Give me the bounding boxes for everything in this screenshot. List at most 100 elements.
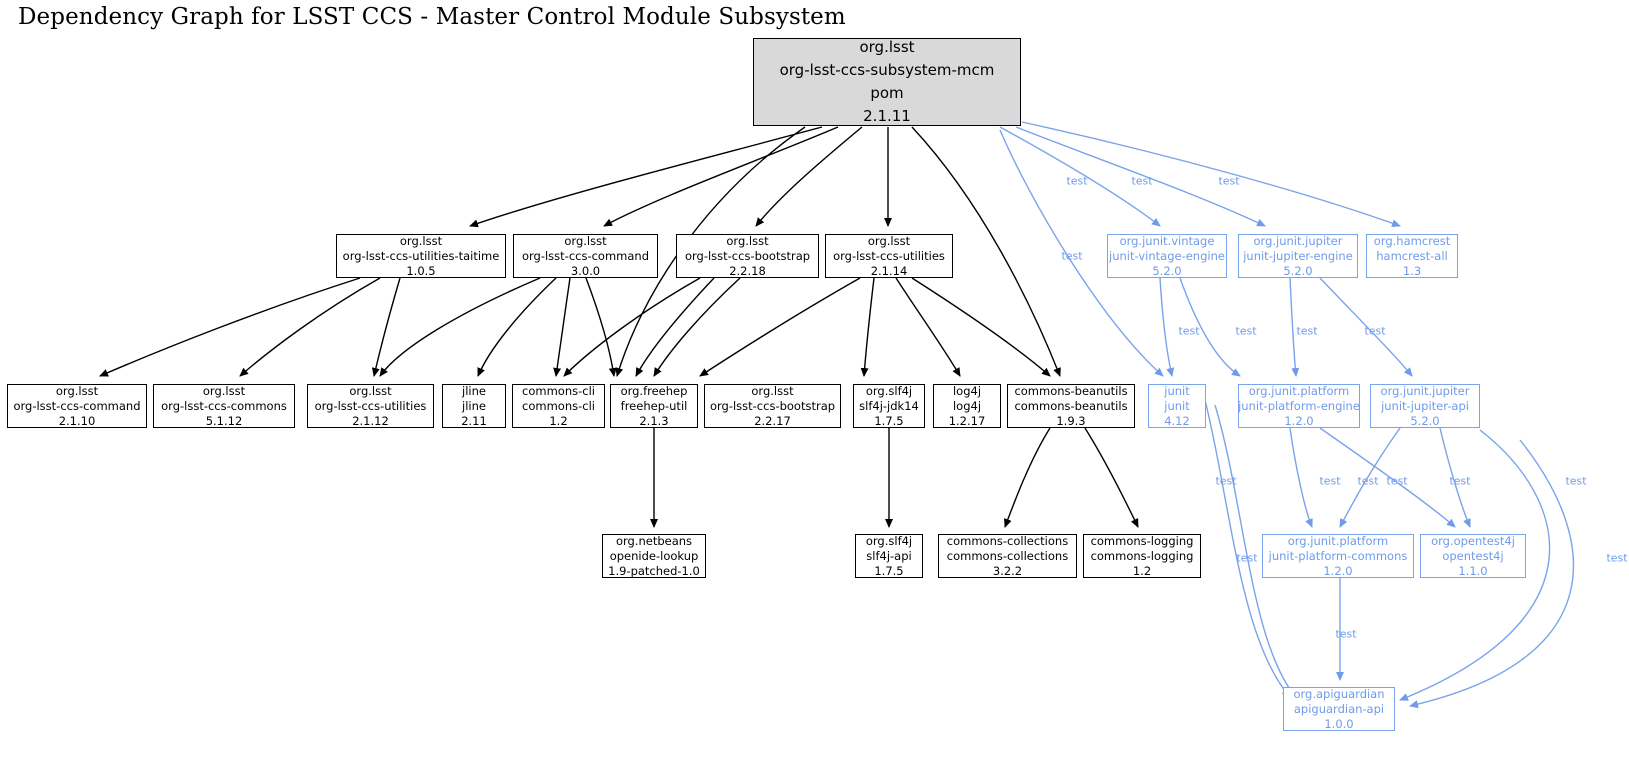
node-group: log4j [952, 383, 982, 398]
node-artifact: org-lsst-ccs-utilities [314, 398, 427, 413]
edge-label-scope: test [1296, 324, 1318, 338]
node-group: org.junit.jupiter [1380, 383, 1470, 398]
node-artifact: jline [462, 398, 486, 413]
edge-label-scope: test [1335, 627, 1357, 641]
node-artifact: org-lsst-ccs-subsystem-mcm [779, 61, 995, 79]
edge-label-scope: test [1215, 474, 1237, 488]
edge-label-scope: test [1235, 324, 1257, 338]
edge-label-scope: test [1236, 551, 1258, 565]
node-version: 2.11 [461, 413, 487, 428]
node-artifact: log4j [952, 398, 982, 413]
edge-label-scope: test [1357, 474, 1379, 488]
node-group: org.netbeans [615, 533, 693, 548]
node-group: org.lsst [55, 383, 99, 398]
node-version: 1.1.0 [1458, 563, 1488, 578]
node-artifact: junit-jupiter-api [1381, 398, 1469, 413]
node-group: commons-logging [1090, 533, 1194, 548]
edge-label-scope: test [1178, 324, 1200, 338]
node-artifact: freehep-util [620, 398, 688, 413]
node-artifact: slf4j-api [866, 548, 912, 563]
node-group: org.junit.jupiter [1253, 233, 1343, 248]
node-version: 4.12 [1164, 413, 1190, 428]
node-artifact: org-lsst-ccs-commons [161, 398, 287, 413]
node-group: org.apiguardian [1293, 686, 1385, 701]
node-group: org.junit.platform [1287, 533, 1389, 548]
node-version: 2.1.3 [639, 413, 669, 428]
node-artifact: opentest4j [1442, 548, 1504, 563]
node-version: 1.2 [549, 413, 568, 428]
edge-label-scope: test [1218, 174, 1240, 188]
node-artifact: org-lsst-ccs-utilities [833, 248, 945, 263]
node-version: 3.2.2 [992, 563, 1023, 578]
node-version: 2.2.18 [729, 263, 766, 278]
node-group: org.lsst [564, 233, 607, 248]
node-version: 2.2.17 [754, 413, 791, 428]
node-version: 1.2 [1132, 563, 1152, 578]
node-version: 1.2.0 [1323, 563, 1353, 578]
node-artifact: org-lsst-ccs-command [13, 398, 141, 413]
node-group: org.freehep [620, 383, 688, 398]
node-artifact: org-lsst-ccs-utilities-taitime [342, 248, 500, 263]
node-group: commons-collections [946, 533, 1069, 548]
node-artifact: commons-logging [1090, 548, 1194, 563]
node-artifact: openide-lookup [609, 548, 699, 563]
node-artifact: slf4j-jdk14 [859, 398, 919, 413]
node-group: commons-cli [522, 383, 595, 398]
node-packaging: pom [870, 84, 904, 102]
node-version: 5.1.12 [205, 413, 243, 428]
node-group: org.hamcrest [1373, 233, 1451, 248]
edge-label-scope: test [1386, 474, 1408, 488]
node-group: org.lsst [726, 233, 769, 248]
node-artifact: org-lsst-ccs-bootstrap [684, 248, 811, 263]
node-group: org.lsst [349, 383, 392, 398]
node-version: 3.0.0 [570, 263, 601, 278]
node-group: org.slf4j [865, 383, 913, 398]
node-artifact: commons-beanutils [1014, 398, 1128, 413]
node-version: 1.7.5 [874, 413, 904, 428]
node-version: 1.9-patched-1.0 [608, 563, 700, 578]
node-version: 2.1.12 [352, 413, 389, 428]
node-version: 1.0.5 [406, 263, 436, 278]
node-version: 5.2.0 [1283, 263, 1313, 278]
node-version: 1.0.0 [1324, 716, 1354, 731]
edge-label-scope: test [1565, 474, 1587, 488]
node-artifact: hamcrest-all [1376, 248, 1448, 263]
node-group: commons-beanutils [1014, 383, 1128, 398]
node-group: org.slf4j [865, 533, 913, 548]
node-artifact: org-lsst-ccs-bootstrap [709, 398, 836, 413]
page-title: Dependency Graph for LSST CCS - Master C… [18, 4, 846, 30]
node-version: 1.2.17 [948, 413, 986, 428]
node-artifact: junit [1164, 398, 1190, 413]
node-artifact: org-lsst-ccs-command [521, 248, 650, 263]
node-group: jline [462, 383, 486, 398]
